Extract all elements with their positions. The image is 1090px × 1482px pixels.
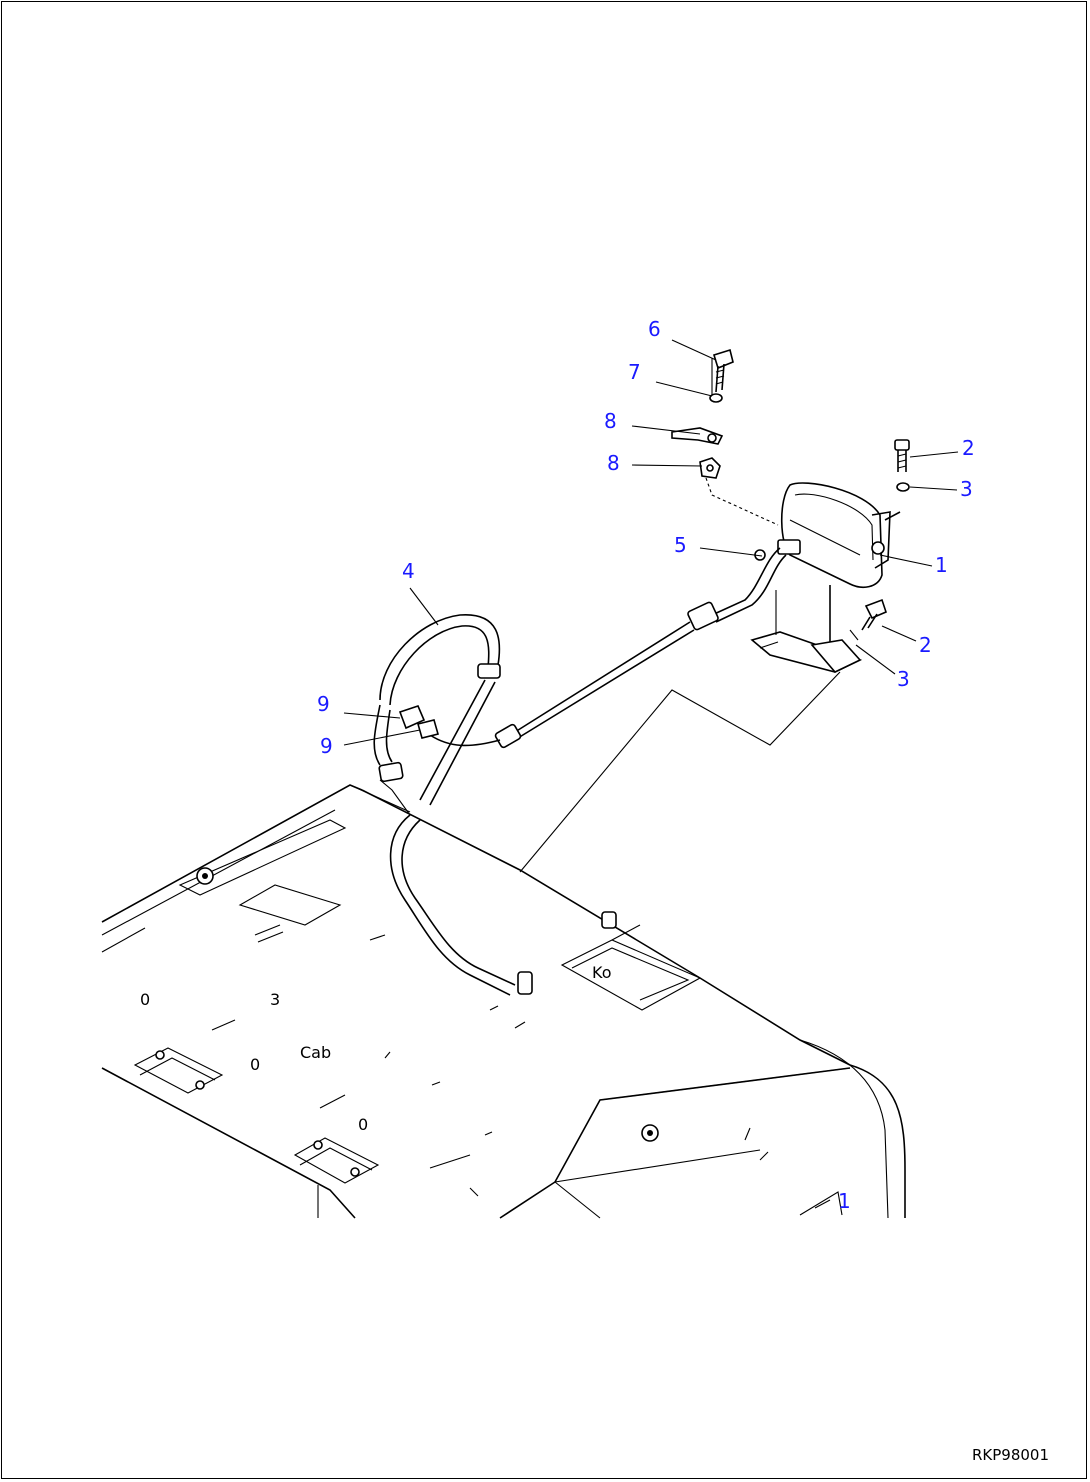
washer: [896, 482, 910, 492]
callout-number: 2: [919, 633, 932, 657]
roof-mark: 0: [250, 1055, 260, 1074]
clamp: [699, 457, 721, 479]
callout-number: 2: [962, 436, 975, 460]
washer: [709, 393, 723, 403]
roof-mark: 0: [140, 990, 150, 1009]
cab-label: Cab: [300, 1043, 331, 1062]
bolt: [713, 348, 734, 393]
leader-lines: [343, 339, 959, 746]
callout-number: 1: [838, 1189, 851, 1213]
callout-number: 4: [402, 559, 415, 583]
callout-number: 1: [935, 553, 948, 577]
clamp: [671, 427, 724, 445]
wiring-harness: [429, 621, 695, 749]
callout-number: 3: [960, 477, 973, 501]
callout-number: 8: [607, 451, 620, 475]
callout-number: 9: [320, 734, 333, 758]
callout-number: 9: [317, 692, 330, 716]
cab-roof: 0 3 0 Cab 0: [101, 784, 906, 1219]
roof-hinge-plate: [133, 1047, 224, 1094]
cab-marking: Ko: [592, 963, 611, 982]
roof-hinge-plate: [293, 1137, 380, 1184]
bolt: [861, 598, 887, 631]
roof-mark: 0: [358, 1115, 368, 1134]
bolt: [894, 439, 910, 472]
callout-number: 8: [604, 409, 617, 433]
cab-harness-loop: [373, 614, 533, 996]
callout-number: 7: [628, 360, 641, 384]
callout-number: 3: [897, 667, 910, 691]
lamp-lead-wire: [687, 547, 787, 631]
work-lamp: [750, 482, 901, 673]
roof-lamp-recess: Ko: [560, 911, 702, 1011]
roof-mark: 3: [270, 990, 280, 1009]
callout-number: 6: [648, 317, 661, 341]
callout-number: 5: [674, 533, 687, 557]
drawing-code: RKP98001: [972, 1446, 1049, 1464]
